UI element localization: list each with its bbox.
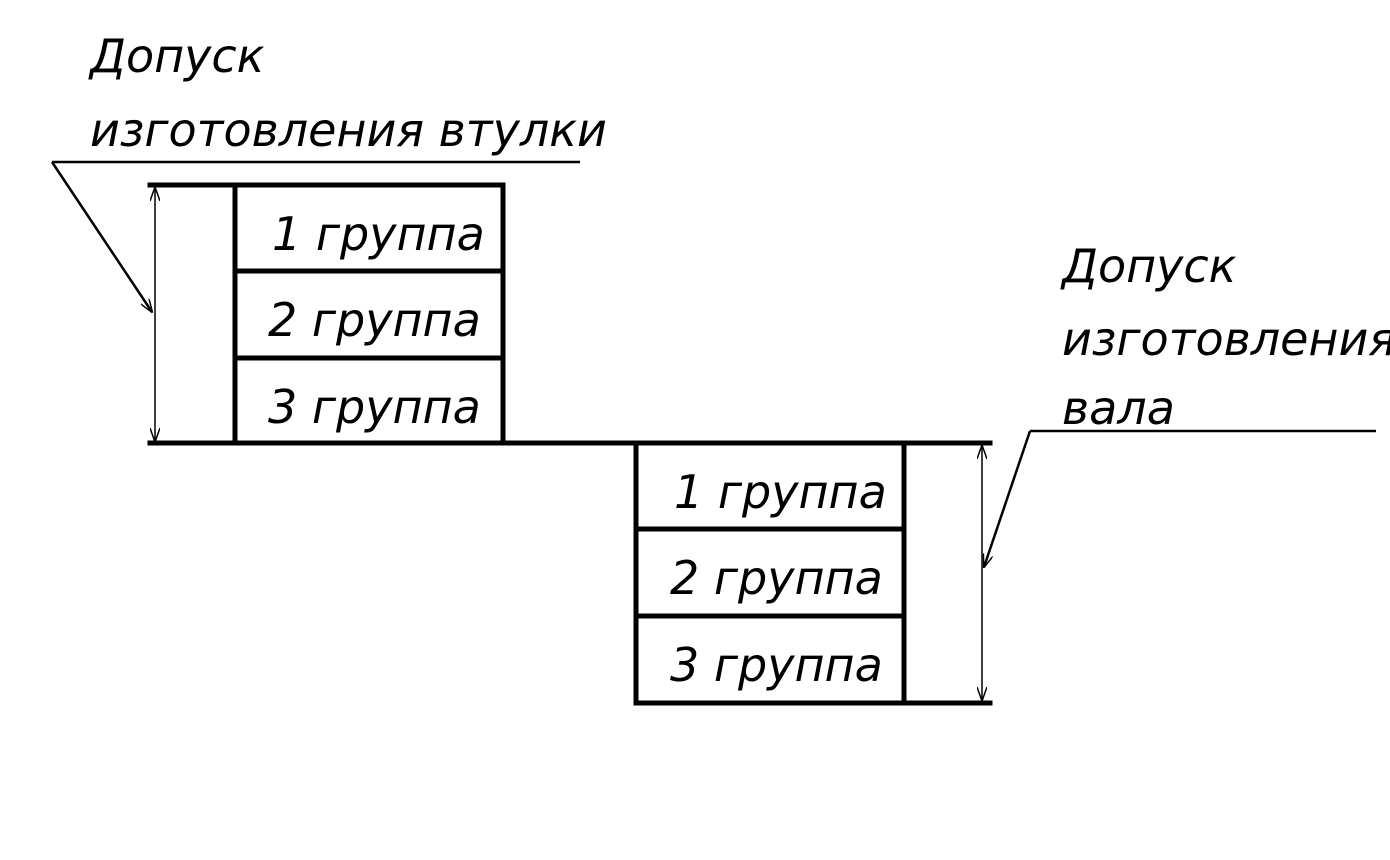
shaft-group-3-label: 3 группа bbox=[670, 638, 883, 692]
shaft-label-line3: вала bbox=[1062, 381, 1175, 435]
hole-label-line1: Допуск bbox=[88, 29, 265, 83]
hole-group-1-label: 1 группа bbox=[272, 207, 485, 261]
hole-label-line2: изготовления втулки bbox=[90, 103, 607, 157]
shaft-label-line1: Допуск bbox=[1060, 239, 1237, 293]
hole-group-3-label: 3 группа bbox=[268, 380, 481, 434]
shaft-group-2-label: 2 группа bbox=[670, 551, 883, 605]
shaft-group-1-label: 1 группа bbox=[674, 465, 887, 519]
shaft-tolerance-zone: Допуск изготовления вала 1 группа 2 груп… bbox=[633, 239, 1390, 706]
hole-leader-line bbox=[50, 161, 152, 312]
hole-tolerance-zone: Допуск изготовления втулки 1 группа 2 гр… bbox=[50, 29, 607, 446]
shaft-label-line2: изготовления bbox=[1062, 312, 1390, 366]
hole-group-2-label: 2 группа bbox=[268, 293, 481, 347]
shaft-leader-line bbox=[984, 430, 1032, 567]
